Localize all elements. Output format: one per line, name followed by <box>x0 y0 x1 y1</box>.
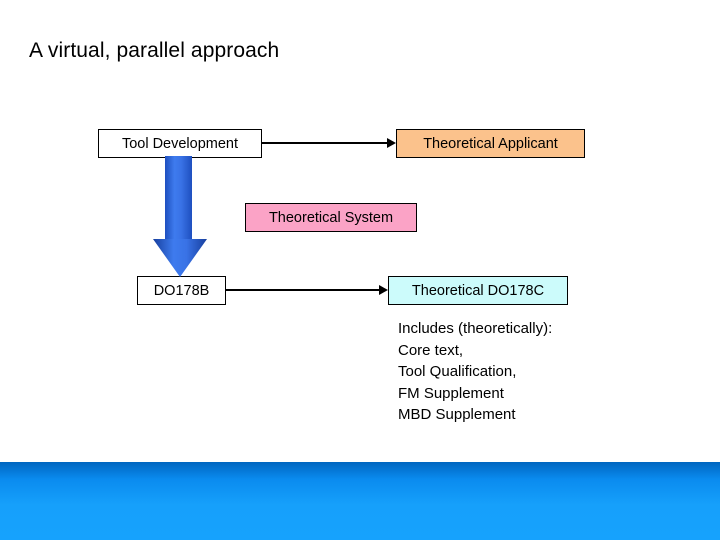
connector-line-tool-development-to-theoretical-applicant <box>262 142 388 144</box>
diagram-box-theoretical-do178c[interactable]: Theoretical DO178C <box>388 276 568 305</box>
diagram-box-label: Theoretical System <box>268 209 394 226</box>
diagram-box-label: Theoretical Applicant <box>423 135 558 152</box>
block-arrow-down-icon <box>152 156 209 278</box>
diagram-box-tool-development[interactable]: Tool Development <box>98 129 262 158</box>
notes-block: Includes (theoretically): Core text, Too… <box>398 318 552 426</box>
diagram-box-theoretical-system[interactable]: Theoretical System <box>245 203 417 232</box>
notes-line: Includes (theoretically): <box>398 320 553 337</box>
arrowhead-icon-right-top <box>387 138 396 148</box>
notes-line: Core text, <box>398 341 464 359</box>
diagram-box-do178b[interactable]: DO178B <box>137 276 226 305</box>
footer-band: QinetiQ www.QinetiQ.com © Copyright Qine… <box>0 462 720 540</box>
arrowhead-icon-right-bottom <box>379 285 388 295</box>
diagram-box-label: Tool Development <box>121 135 239 152</box>
diagram-box-label: Theoretical DO178C <box>411 282 545 299</box>
connector-line-do178b-to-theoretical-do178c <box>226 289 380 291</box>
notes-line: FM Supplement <box>398 384 504 402</box>
notes-line: MBD Supplement <box>398 406 516 423</box>
diagram-box-theoretical-applicant[interactable]: Theoretical Applicant <box>396 129 585 158</box>
notes-line: Tool Qualification, <box>398 363 517 380</box>
page-title: A virtual, parallel approach <box>29 39 280 62</box>
diagram-box-label: DO178B <box>153 282 210 299</box>
